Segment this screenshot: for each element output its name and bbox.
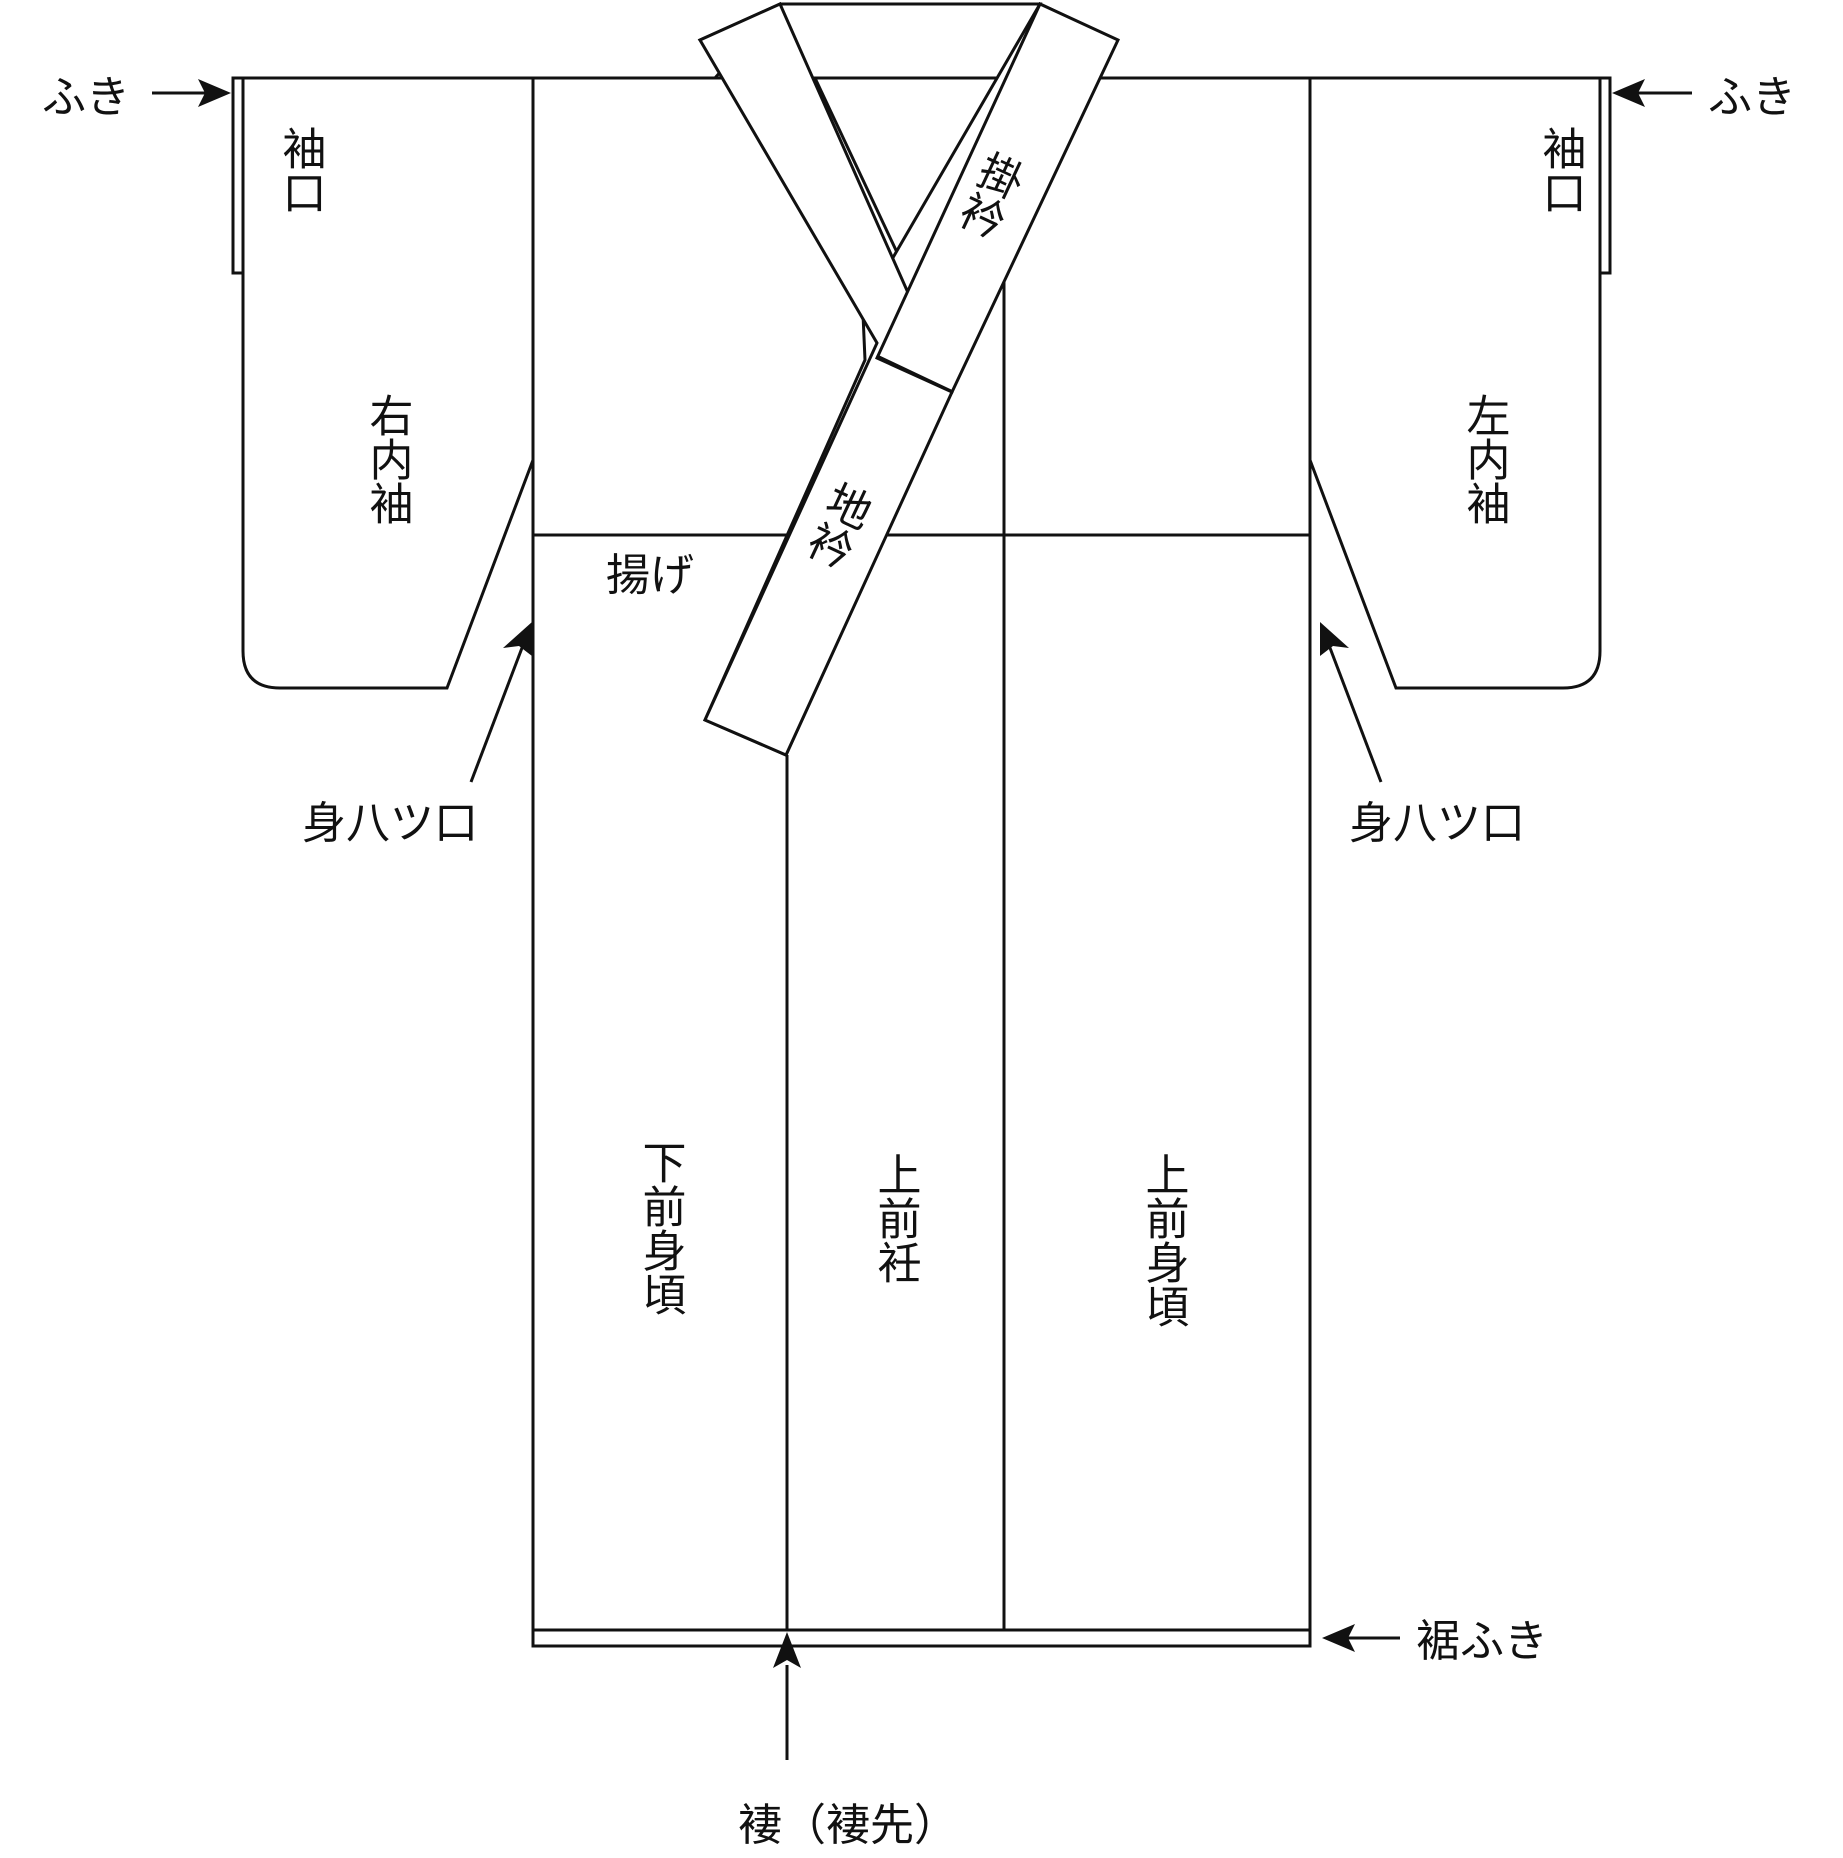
migi-uchisode-label: 右内袖 (362, 393, 413, 525)
shita-maemigoro-label: 下前身頃 (635, 1140, 686, 1316)
jieri-collar (697, 2, 954, 757)
sodeguchi-right-label: 袖口 (1535, 126, 1586, 214)
uwa-maeokumi-label: 上前衽 (870, 1152, 921, 1284)
miyatsuguchi-right-arrowhead (1320, 622, 1349, 656)
miyatsuguchi-right-arrow-line (1325, 639, 1383, 783)
susofuki-label: 裾ふき (1416, 1616, 1548, 1667)
sodeguchi-left-label: 袖口 (275, 126, 326, 214)
collar-division-line (876, 354, 954, 394)
hidari-uchisode-label: 左内袖 (1459, 393, 1510, 525)
under-collar-edge-inner (813, 77, 912, 281)
miyatsuguchi-right-label: 身八ツ口 (1349, 798, 1525, 849)
fuki-right-label: ふき (1708, 72, 1796, 123)
right-inner-sleeve (241, 76, 535, 690)
fuki-left-arrowhead (198, 79, 231, 107)
miyatsuguchi-left-arrow-line (469, 639, 527, 783)
miyatsuguchi-left-label: 身八ツ口 (302, 798, 478, 849)
uwa-maemigoro-label: 上前身頃 (1138, 1152, 1189, 1328)
fuki-right-arrowhead (1612, 79, 1645, 107)
fuki-left-label: ふき (42, 72, 130, 123)
left-sleeve-fuki-edge (231, 76, 245, 275)
age-label: 揚げ (606, 550, 694, 601)
left-inner-sleeve (1308, 76, 1602, 690)
miyatsuguchi-left-arrowhead (503, 622, 532, 656)
tsuma-label: 褄（褄先） (738, 1800, 958, 1851)
susofuki-arrowhead (1322, 1624, 1355, 1652)
hem-fuki-edge (531, 1628, 1312, 1648)
right-sleeve-fuki-edge (1598, 76, 1612, 275)
tsuma-arrowhead (773, 1632, 801, 1668)
